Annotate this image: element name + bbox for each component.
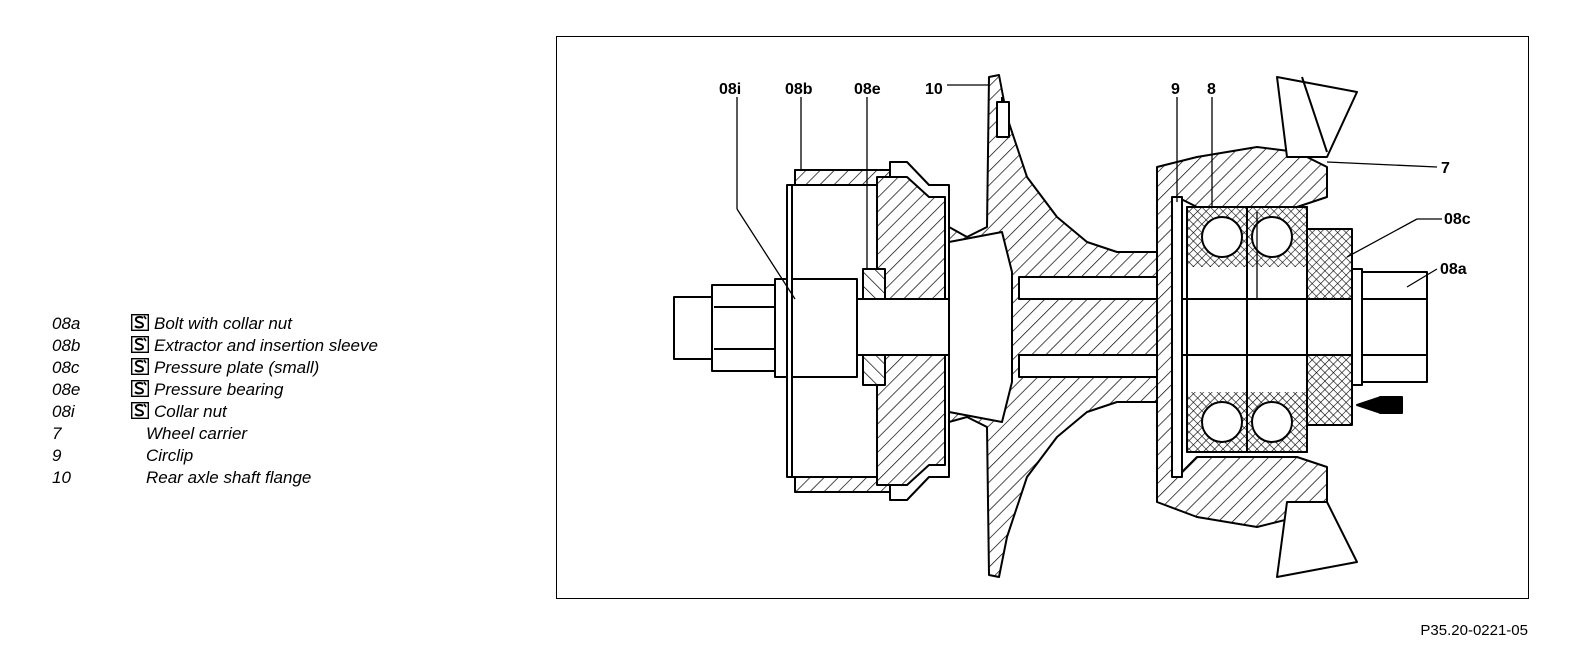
bolt-head-left: [673, 296, 715, 360]
legend-code: 10: [52, 468, 71, 487]
legend-text: Bolt with collar nut: [154, 314, 292, 333]
callout-9: 9: [1171, 81, 1180, 98]
bearing-ball: [1251, 216, 1293, 258]
callout-08i: 08i: [719, 81, 741, 98]
legend-text: Circlip: [146, 446, 194, 465]
special-tool-icon: [131, 336, 149, 353]
legend-code: 08c: [52, 358, 80, 377]
callout-08b: 08b: [785, 81, 813, 98]
callout-8: 8: [1207, 81, 1216, 98]
special-tool-icon: [131, 380, 149, 397]
circlip-9: [1171, 196, 1183, 478]
callout-08a: 08a: [1440, 261, 1467, 278]
legend-code: 08b: [52, 336, 81, 355]
figure-reference: P35.20-0221-05: [1420, 622, 1528, 639]
callout-08e: 08e: [854, 81, 881, 98]
legend-text: Rear axle shaft flange: [146, 468, 312, 487]
wheel-bearing-press-diagram: 08i 08b 08e 10 9 8 7 08c 08a: [673, 74, 1471, 578]
legend-code: 9: [52, 446, 62, 465]
legend-text: Pressure plate (small): [154, 358, 320, 377]
bearing-ball: [1251, 401, 1293, 443]
legend-code: 7: [52, 424, 62, 443]
callout-08c: 08c: [1444, 211, 1471, 228]
legend-text: Extractor and insertion sleeve: [154, 336, 378, 355]
special-tool-icon: [131, 314, 149, 331]
bearing-ball: [1201, 216, 1243, 258]
pressure-plate-08c: [1306, 228, 1353, 300]
bearing-ball: [1201, 401, 1243, 443]
pressure-bearing-08e: [862, 268, 886, 300]
legend-text: Wheel carrier: [146, 424, 248, 443]
bolt-thread-end: [711, 284, 777, 372]
callout-7: 7: [1441, 160, 1450, 177]
diagram-frame: 08i 08b 08e 10 9 8 7 08c 08a: [556, 36, 1529, 599]
legend-code: 08i: [52, 402, 75, 421]
legend-code: 08e: [52, 380, 81, 399]
press-direction-arrow: [1356, 396, 1382, 414]
callout-10: 10: [925, 81, 943, 98]
bolt-nut-08a: [1361, 271, 1428, 383]
legend-text: Pressure bearing: [154, 380, 284, 399]
special-tool-icon: [131, 402, 149, 419]
special-tool-icon: [131, 358, 149, 375]
legend-text: Collar nut: [154, 402, 227, 421]
legend-code: 08a: [52, 314, 81, 333]
